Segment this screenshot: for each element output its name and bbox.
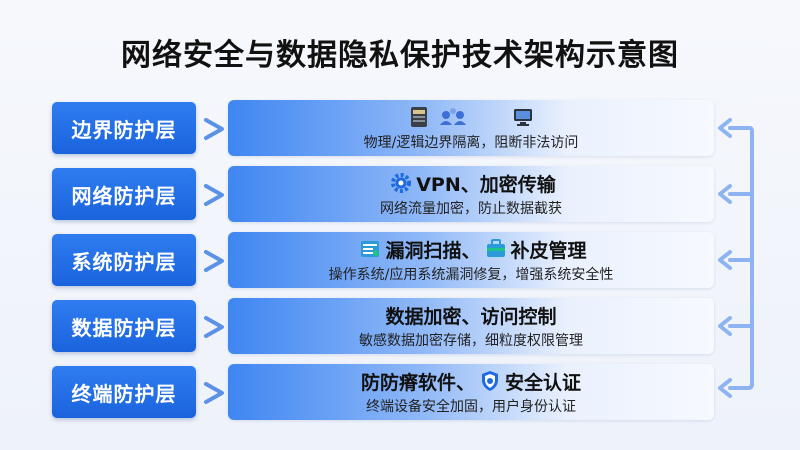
layer-desc-boundary: 物理/逻辑边界隔离，阻断非法访问 <box>228 100 714 156</box>
terminal-main-text-b: 安全认证 <box>505 371 582 394</box>
layer-label-boundary: 边界防护层 <box>52 102 196 154</box>
server-icon <box>411 107 427 127</box>
layer-desc-network: VPN、加密传输 网络流量加密，防止数据截获 <box>228 166 714 222</box>
layer-row-network: 网络防护层 VPN、加密传输 网络流量加密，防止数据截获 <box>52 166 752 222</box>
feedback-loop-arrows <box>718 118 754 398</box>
layer-label-network: 网络防护层 <box>52 168 196 220</box>
loop-arrow-3 <box>718 250 732 270</box>
layer-main-data: 数据加密、访问控制 <box>228 302 714 328</box>
arrow-right-icon <box>204 184 224 206</box>
toolbox-icon <box>486 239 505 257</box>
terminal-main-text-a: 防防瘠软件、 <box>360 371 475 394</box>
layer-desc-terminal: 防防瘠软件、 安全认证 终端设备安全加固，用户身份认证 <box>228 364 714 420</box>
layer-sub-boundary: 物理/逻辑边界隔离，阻断非法访问 <box>363 135 579 151</box>
data-main-text: 数据加密、访问控制 <box>385 305 557 328</box>
arrow-right-icon <box>204 382 224 404</box>
layer-main-network: VPN、加密传输 <box>228 170 714 196</box>
layer-sub-data: 敏感数据加密存储，细粒度权限管理 <box>359 333 583 349</box>
system-main-text-a: 漏洞扫描、 <box>385 239 481 262</box>
layer-desc-data: 数据加密、访问控制 敏感数据加密存储，细粒度权限管理 <box>228 298 714 354</box>
page-title: 网络安全与数据隐私保护技术架构示意图 <box>121 38 679 73</box>
scan-icon <box>361 241 380 257</box>
boundary-icons <box>228 104 714 130</box>
layer-label-terminal: 终端防护层 <box>52 366 196 418</box>
layer-sub-terminal: 终端设备安全加固，用户身份认证 <box>366 399 576 415</box>
loop-arrow-5 <box>718 378 732 398</box>
system-main-text-b: 补皮管理 <box>510 239 587 262</box>
arrow-right-icon <box>204 118 224 140</box>
loop-arrow-1 <box>718 118 732 138</box>
layer-sub-network: 网络流量加密，防止数据截获 <box>380 201 562 217</box>
layer-row-data: 数据防护层 数据加密、访问控制 敏感数据加密存储，细粒度权限管理 <box>52 298 752 354</box>
layer-main-terminal: 防防瘠软件、 安全认证 <box>228 368 714 394</box>
layer-row-boundary: 边界防护层 <box>52 100 752 156</box>
layer-row-terminal: 终端防护层 防防瘠软件、 安全认证 终端设备安全加固，用户身份认证 <box>52 364 752 420</box>
layer-sub-system: 操作系统/应用系统漏洞修复，增强系统安全性 <box>328 267 614 283</box>
arrow-right-icon <box>204 250 224 272</box>
layer-main-system: 漏洞扫描、 补皮管理 <box>228 236 714 262</box>
arrow-right-icon <box>204 316 224 338</box>
shield-icon <box>482 371 498 391</box>
layer-label-system: 系统防护层 <box>52 234 196 286</box>
gear-icon <box>391 173 412 193</box>
network-main-text: VPN、加密传输 <box>416 173 556 196</box>
monitor-icon <box>514 109 532 126</box>
loop-arrow-4 <box>718 316 732 336</box>
loop-arrow-2 <box>718 184 732 204</box>
network-nodes-icon <box>440 108 466 125</box>
layer-label-data: 数据防护层 <box>52 300 196 352</box>
layer-row-system: 系统防护层 漏洞扫描、 补皮管理 操 <box>52 232 752 288</box>
layer-desc-system: 漏洞扫描、 补皮管理 操作系统/应用系统漏洞修复，增强系统安全性 <box>228 232 714 288</box>
